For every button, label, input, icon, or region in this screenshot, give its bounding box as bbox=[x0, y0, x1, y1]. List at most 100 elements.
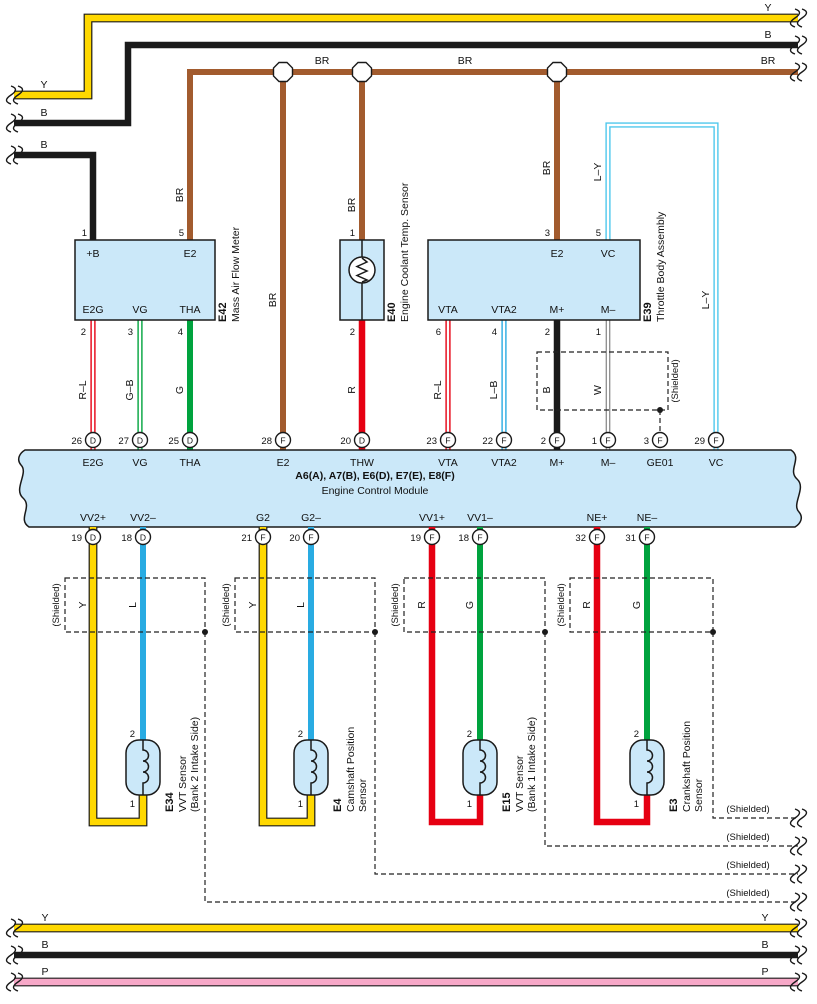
label-shield-motor: (Shielded) bbox=[670, 359, 681, 402]
label-shield-e34: (Shielded) bbox=[51, 583, 62, 626]
e4-pin-2: 2 bbox=[298, 729, 303, 740]
wire-brown-main bbox=[187, 69, 798, 240]
label-ly-down: L–Y bbox=[700, 291, 712, 310]
label-gb-vg: G–B bbox=[124, 379, 136, 400]
label-top-y-right: Y bbox=[764, 2, 771, 14]
ecm-top-pin-conn-10: F bbox=[713, 436, 718, 446]
ecm-bot-pin-name-0: VV2+ bbox=[80, 512, 106, 524]
label-wire-g-e15: G bbox=[464, 601, 476, 609]
ecm-top-pin-name-8: M– bbox=[601, 457, 616, 469]
mid-wires bbox=[90, 320, 611, 450]
e40-resistor-zigzag bbox=[355, 257, 369, 283]
bottom-wires bbox=[88, 527, 651, 827]
e39-term-mminus: M– bbox=[601, 304, 616, 316]
shield-dot-e34 bbox=[202, 629, 208, 635]
junctions bbox=[272, 61, 568, 83]
ecm-top-pin-num-7: 2 bbox=[541, 436, 546, 447]
e40-id: E40 bbox=[386, 302, 398, 322]
e34-name-2: (Bank 2 Intake Side) bbox=[189, 717, 201, 812]
pin-circle-tha bbox=[181, 431, 199, 449]
wire-y-vv2p bbox=[89, 527, 147, 826]
label-g-tha: G bbox=[174, 386, 186, 394]
e42-box bbox=[74, 239, 216, 321]
label-wire-g-e3: G bbox=[631, 601, 643, 609]
e4-id: E4 bbox=[332, 798, 344, 812]
label-rl-vta: R–L bbox=[432, 380, 444, 399]
ecm-bot-pin-conn-4: F bbox=[429, 533, 434, 543]
pin-circle-vv2m bbox=[134, 528, 152, 546]
label-bottom-b-right: B bbox=[761, 939, 768, 951]
ecm-body bbox=[18, 449, 802, 528]
label-shield-line-2: (Shielded) bbox=[726, 832, 769, 843]
ecm-top-pin-num-9: 3 bbox=[644, 436, 649, 447]
label-br-seg2: BR bbox=[458, 55, 473, 67]
pin-circle-mplus bbox=[548, 431, 566, 449]
e4-name-1: Camshaft Position bbox=[345, 727, 357, 812]
e3-name-2: Sensor bbox=[693, 778, 705, 812]
ecm-bot-pin-name-2: G2 bbox=[256, 512, 270, 524]
ecm-top-pin-name-6: VTA2 bbox=[491, 457, 517, 469]
e15-pin-2: 2 bbox=[467, 729, 472, 740]
e42-name: Mass Air Flow Meter bbox=[230, 226, 242, 322]
ecm-bot-pin-num-6: 32 bbox=[575, 533, 586, 544]
ecm-bot-pin-num-1: 18 bbox=[121, 533, 132, 544]
e42-term-e2: E2 bbox=[184, 248, 197, 260]
wire-ly-vc-core bbox=[606, 123, 718, 450]
e34-pin-2: 2 bbox=[130, 729, 135, 740]
ecm-bot-pin-num-5: 18 bbox=[458, 533, 469, 544]
label-shield-e4: (Shielded) bbox=[221, 583, 232, 626]
label-br-v-ecm: BR bbox=[267, 292, 279, 307]
e39-term-vta2: VTA2 bbox=[491, 304, 517, 316]
e40-pin-2: 2 bbox=[350, 327, 355, 338]
wire-y-g2 bbox=[259, 527, 315, 826]
e42-term-e2g: E2G bbox=[82, 304, 103, 316]
label-bottom-b-left: B bbox=[41, 939, 48, 951]
ecm-top-pin-name-2: THA bbox=[180, 457, 201, 469]
pin-circle-e2g bbox=[84, 431, 102, 449]
e39-term-vta: VTA bbox=[438, 304, 458, 316]
ecm-bot-pin-name-7: NE– bbox=[637, 512, 658, 524]
e3-pin-1: 1 bbox=[634, 799, 639, 810]
label-bottom-p-right: P bbox=[761, 966, 768, 978]
pin-circle-ge01 bbox=[651, 431, 669, 449]
label-br-v-e42: BR bbox=[174, 187, 186, 202]
ecm-bot-pin-conn-2: F bbox=[260, 533, 265, 543]
ecm-bot-pin-name-4: VV1+ bbox=[419, 512, 445, 524]
ecm-top-pin-num-4: 20 bbox=[340, 436, 351, 447]
ecm-top-pin-name-5: VTA bbox=[438, 457, 458, 469]
label-wire-l-e34: L bbox=[127, 602, 139, 608]
ecm-top-pin-name-10: VC bbox=[709, 457, 724, 469]
label-wire-y-e4: Y bbox=[247, 601, 259, 608]
label-shield-line-3: (Shielded) bbox=[726, 860, 769, 871]
shield-box-e34 bbox=[64, 577, 206, 633]
label-shield-e15: (Shielded) bbox=[390, 583, 401, 626]
e15-id: E15 bbox=[501, 792, 513, 812]
shield-route-e3 bbox=[712, 632, 798, 819]
e39-pin-5: 5 bbox=[596, 228, 601, 239]
pin-circle-g2m bbox=[302, 528, 320, 546]
shields bbox=[64, 351, 798, 903]
pin-circle-g2 bbox=[254, 528, 272, 546]
ecm-bot-pin-num-2: 21 bbox=[241, 533, 252, 544]
pin-circle-vv1m bbox=[471, 528, 489, 546]
ecm-bot-pin-name-1: VV2– bbox=[130, 512, 156, 524]
e4-name-2: Sensor bbox=[357, 778, 369, 812]
e42-labels: 1 5 +B E2 E2G VG THA 2 3 4 E42 Mass Air … bbox=[81, 226, 242, 338]
bottom-bus-labels: Y Y B B P P bbox=[41, 912, 768, 978]
ecm-bot-pin-num-0: 19 bbox=[71, 533, 82, 544]
pin-circle-mminus bbox=[599, 431, 617, 449]
ecm-top-pin-name-1: VG bbox=[132, 457, 147, 469]
pin-circle-vc bbox=[707, 431, 725, 449]
wire-yellow-top bbox=[14, 14, 798, 99]
ecm-top-pin-conn-0: D bbox=[90, 436, 96, 446]
shield-box-e4 bbox=[234, 577, 376, 633]
ecm-bot-pin-name-6: NE+ bbox=[587, 512, 608, 524]
shield-box-motor bbox=[536, 351, 669, 411]
e42-term-tha: THA bbox=[180, 304, 201, 316]
label-bottom-y-right: Y bbox=[761, 912, 768, 924]
e4-coil-icon bbox=[310, 740, 318, 795]
ecm-bot-pin-conn-6: F bbox=[594, 533, 599, 543]
ecm-top-pin-conn-4: D bbox=[359, 436, 365, 446]
